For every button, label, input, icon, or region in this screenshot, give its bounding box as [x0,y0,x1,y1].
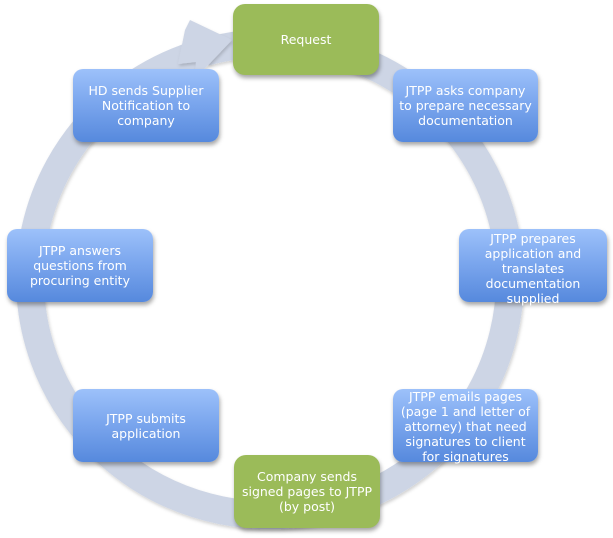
node-label: JTPP prepares application and translates… [484,231,582,306]
node-jtpp-submits: JTPP submits application [73,389,219,462]
node-label: JTPP asks company to prepare necessary d… [399,83,532,128]
node-jtpp-prepares: JTPP prepares application and translates… [459,229,607,306]
node-label: JTPP answers questions from procuring en… [30,243,130,288]
node-label: JTPP emails pages (page 1 and letter of … [400,389,531,464]
node-label: JTPP submits application [106,410,186,441]
node-jtpp-asks: JTPP asks company to prepare necessary d… [393,69,538,142]
node-jtpp-answers: JTPP answers questions from procuring en… [7,229,153,302]
node-request: Request [233,4,379,75]
node-company-sends: Company sends signed pages to JTPP (by p… [234,455,380,528]
cycle-arrowhead-icon [178,20,232,80]
node-hd-sends: HD sends Supplier Notification to compan… [73,69,219,142]
node-label: HD sends Supplier Notification to compan… [88,83,204,128]
node-label: Request [280,32,332,47]
node-jtpp-emails: JTPP emails pages (page 1 and letter of … [393,389,538,464]
node-label: Company sends signed pages to JTPP (by p… [241,469,373,514]
